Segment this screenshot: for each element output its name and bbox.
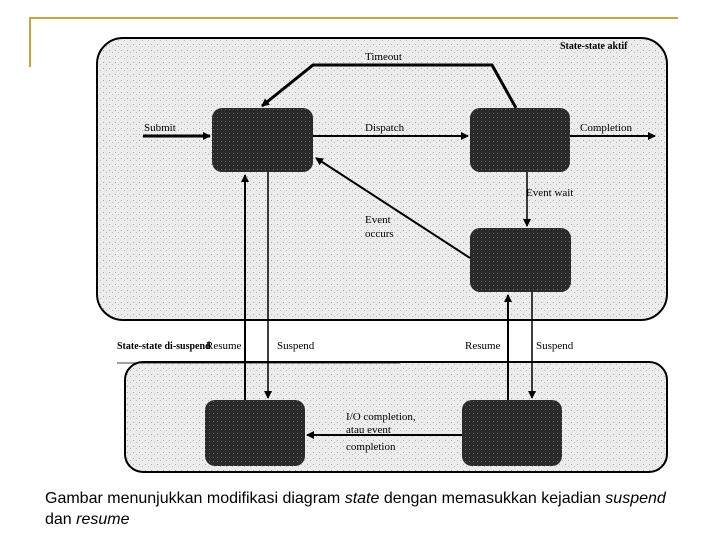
label-suspend-right: Suspend <box>536 340 574 352</box>
suspended-group-label: State-state di-suspend <box>117 341 211 352</box>
caption-italic: resume <box>76 511 130 528</box>
caption-text: dan <box>45 511 77 528</box>
label-suspend-left: Suspend <box>277 340 315 352</box>
label-timeout: Timeout <box>365 51 402 63</box>
label-event-occurs-2: occurs <box>365 228 394 240</box>
label-submit: Submit <box>144 122 176 134</box>
slide-left-rule <box>29 17 31 67</box>
label-dispatch: Dispatch <box>365 122 405 134</box>
label-io-completion-1: I/O completion, <box>346 411 416 423</box>
label-resume-right: Resume <box>465 340 501 352</box>
caption-italic: state <box>344 490 380 507</box>
state-ready <box>212 108 313 172</box>
caption-text: Gambar menunjukkan modifikasi diagram <box>45 490 345 507</box>
state-blocked <box>470 228 571 292</box>
active-states-panel <box>96 37 668 321</box>
label-io-completion-3: completion <box>346 441 396 453</box>
slide-top-rule <box>30 17 678 19</box>
arrow-timeout <box>261 63 518 109</box>
arrow-event-occurs <box>315 157 471 259</box>
state-blocked-suspended <box>462 400 562 466</box>
label-event-occurs-1: Event <box>365 214 391 226</box>
state-ready-suspended <box>205 400 305 466</box>
label-completion: Completion <box>580 122 632 134</box>
state-running <box>470 108 570 172</box>
caption-text: dengan memasukkan kejadian <box>379 490 606 507</box>
label-event-wait: Event wait <box>526 187 573 199</box>
caption-italic: suspend <box>605 490 666 507</box>
active-group-label: State-state aktif <box>560 41 628 52</box>
label-io-completion-2: atau event <box>346 424 391 436</box>
figure-caption: Gambar menunjukkan modifikasi diagram st… <box>45 488 695 530</box>
label-resume-left: Resume <box>206 340 242 352</box>
